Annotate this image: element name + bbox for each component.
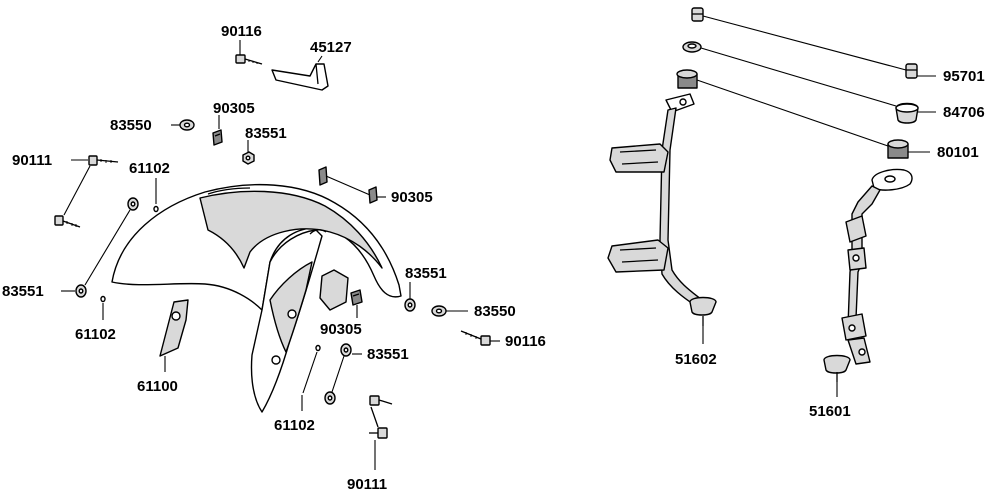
label-61102-left: 61102: [75, 326, 116, 343]
label-51601: 51601: [809, 403, 851, 420]
label-83551-low: 83551: [367, 346, 409, 363]
clip-90305-top: [212, 129, 223, 146]
bolt-95701: [691, 7, 918, 79]
label-61102-top: 61102: [129, 160, 170, 177]
label-61100: 61100: [137, 378, 178, 395]
rivet-61102-top: [153, 205, 159, 213]
label-83550-right: 83550: [474, 303, 516, 320]
washer-83551-left: [75, 197, 139, 298]
rivet-61102-left: [100, 295, 106, 303]
bolts-90111-bottom: [369, 395, 393, 439]
label-61102-bottom: 61102: [274, 417, 315, 434]
collar-84706: [682, 41, 919, 124]
grommet-80101: [676, 69, 909, 159]
bracket-45127: [271, 63, 329, 91]
clip-90305-mid: [318, 166, 378, 204]
label-83550-left: 83550: [110, 117, 152, 134]
washer-83550-left: [179, 119, 195, 131]
clip-90305-low: [350, 289, 363, 306]
stay-51601: [823, 168, 913, 382]
label-90116-right: 90116: [505, 333, 546, 350]
label-90305-top: 90305: [213, 100, 255, 117]
leader-45127: [317, 55, 323, 63]
washer-83550-right: [431, 305, 447, 317]
label-83551-top: 83551: [245, 125, 287, 142]
rivet-61102-bottom: [302, 344, 321, 394]
label-90116-top: 90116: [221, 23, 262, 40]
front-fender: [111, 183, 402, 413]
label-90111-bottom: 90111: [347, 476, 387, 493]
label-51602: 51602: [675, 351, 717, 368]
label-45127: 45127: [310, 39, 352, 56]
bolt-90116-top: [235, 54, 263, 65]
washer-83551-low: [324, 343, 352, 405]
label-90305-low: 90305: [320, 321, 362, 338]
stay-51602: [607, 93, 717, 326]
label-95701: 95701: [943, 68, 985, 85]
label-83551-left: 83551: [2, 283, 44, 300]
washer-83551-right: [404, 298, 416, 312]
label-90305-mid: 90305: [391, 189, 433, 206]
label-90111-left: 90111: [12, 152, 52, 169]
bolt-90116-right: [460, 330, 491, 346]
label-83551-right: 83551: [405, 265, 447, 282]
label-84706: 84706: [943, 104, 985, 121]
label-80101: 80101: [937, 144, 979, 161]
nut-83551-top: [242, 151, 255, 165]
bolts-90111-left: [54, 155, 119, 228]
